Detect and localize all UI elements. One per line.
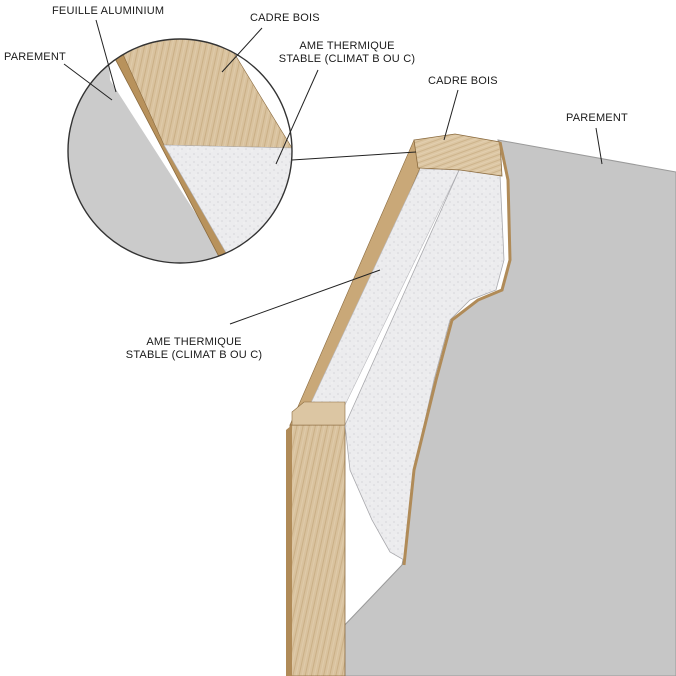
- label-ame-zoom-line2: STABLE (CLIMAT B OU C): [278, 53, 416, 65]
- zoom-circle-outline: [67, 38, 293, 264]
- label-ame-main-line1: AME THERMIQUE: [146, 336, 242, 348]
- label-cadre-bois-zoom: CADRE BOIS: [250, 12, 320, 24]
- leader-feuille-aluminium: [95, 19, 117, 93]
- door-cutaway: [286, 133, 676, 676]
- label-parement-zoom: PAREMENT: [4, 51, 66, 63]
- leader-parement-main: [595, 127, 603, 165]
- leader-cadre-bois-main: [443, 89, 459, 141]
- leader-ame-main: [229, 269, 381, 325]
- stile-top-face: [291, 401, 346, 426]
- label-ame-main-line2: STABLE (CLIMAT B OU C): [125, 349, 263, 361]
- label-ame-main: AME THERMIQUE STABLE (CLIMAT B OU C): [104, 336, 284, 362]
- label-cadre-bois-main: CADRE BOIS: [428, 75, 498, 87]
- leader-zoom-to-main: [291, 151, 417, 161]
- leader-parement-zoom: [63, 63, 113, 101]
- label-ame-zoom-line1: AME THERMIQUE: [299, 40, 395, 52]
- panel-profile-edge: [402, 141, 512, 566]
- frame-top-block: [413, 133, 503, 177]
- foam-core-cut: [344, 167, 505, 561]
- label-ame-zoom: AME THERMIQUE STABLE (CLIMAT B OU C): [272, 40, 422, 66]
- leader-lines: [63, 19, 603, 325]
- zoom-detail: [67, 38, 293, 264]
- label-feuille-aluminium: FEUILLE ALUMINIUM: [52, 5, 165, 17]
- stile-front-face: [289, 424, 346, 676]
- leader-cadre-bois-zoom: [221, 27, 263, 73]
- stile-edge-strip: [286, 425, 292, 676]
- zoom-parement: [68, 39, 232, 263]
- label-parement-main: PAREMENT: [566, 112, 628, 124]
- zoom-cadre-bois: [111, 39, 292, 149]
- leader-ame-zoom: [275, 69, 319, 165]
